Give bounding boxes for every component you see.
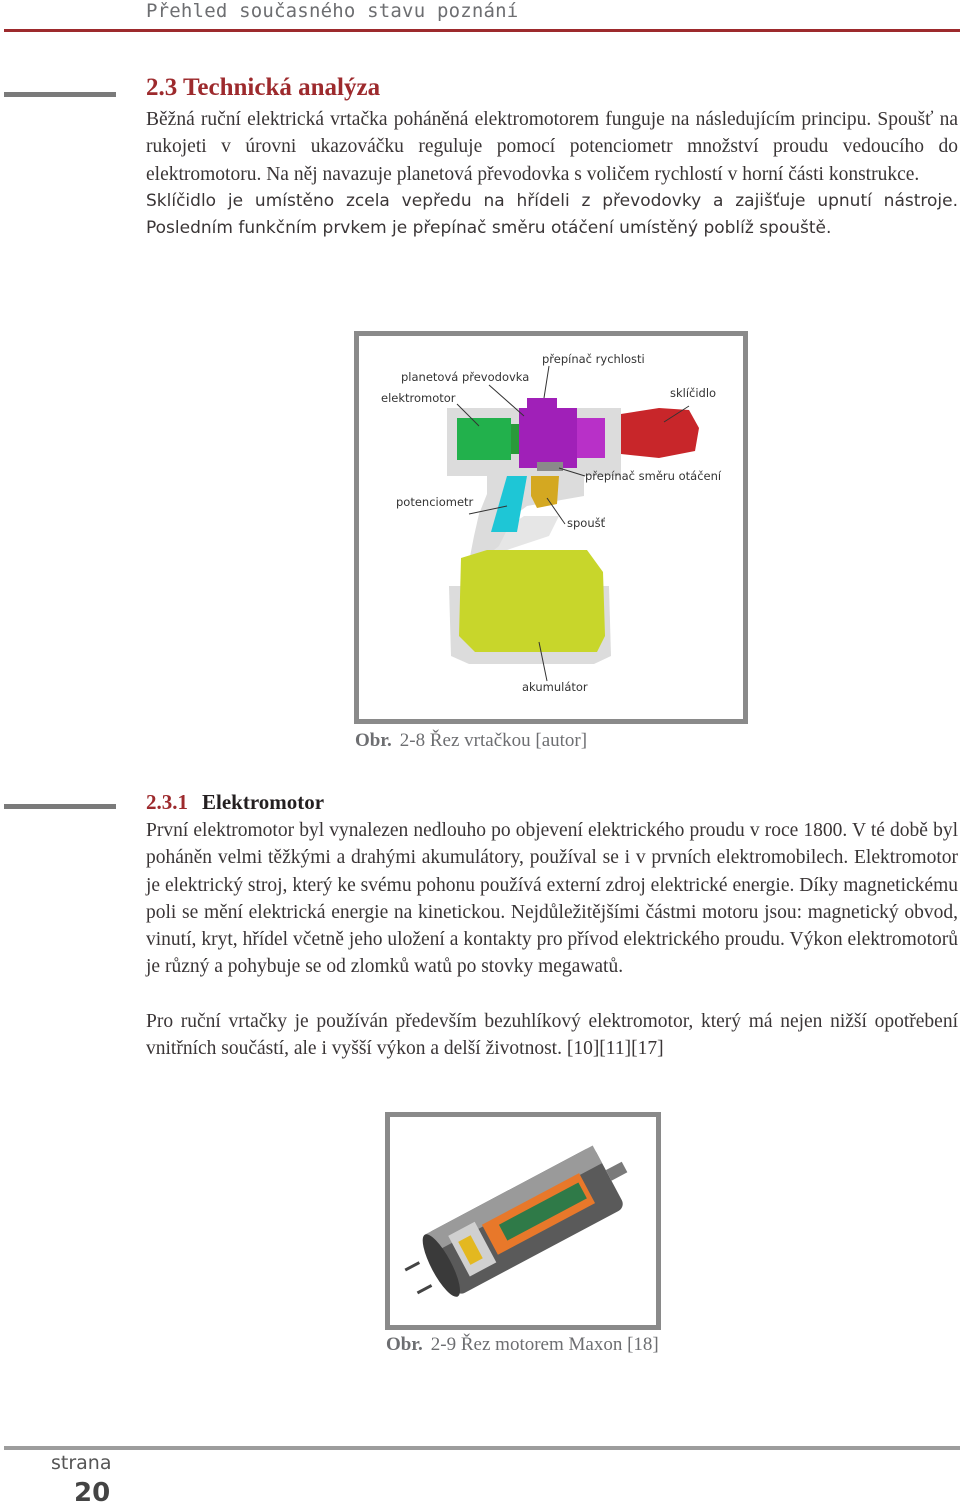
header-rule	[4, 29, 960, 32]
subsection-heading: Elektromotor	[202, 790, 325, 814]
motor-shaft	[511, 424, 519, 454]
section-paragraph-sans: Sklíčidlo je umístěno zcela vepředu na h…	[146, 191, 958, 239]
section-marker-bar	[4, 92, 116, 97]
page-number: 20	[74, 1478, 111, 1508]
terminal-2	[416, 1284, 433, 1295]
leader-battery	[538, 641, 548, 682]
page-label: strana	[51, 1452, 112, 1474]
subsection-marker-bar	[4, 804, 116, 809]
speed-switch-block	[527, 398, 557, 410]
label-speed-switch: přepínač rychlosti	[542, 352, 645, 366]
drill-cutaway-figure: přepínač rychlosti planetová převodovka …	[354, 331, 748, 724]
terminal-1	[404, 1261, 421, 1272]
label-direction-switch: přepínač směru otáčení	[585, 469, 722, 483]
leader-chuck	[663, 405, 690, 423]
leader-trigger	[546, 497, 566, 525]
label-motor: elektromotor	[381, 391, 456, 405]
figure-caption-2-9: Obr. 2-9 Řez motorem Maxon [18]	[386, 1334, 659, 1356]
leader-motor	[456, 403, 480, 427]
caption-label: Obr.	[355, 730, 392, 751]
potentiometer-block	[491, 476, 527, 532]
leader-speed-switch	[543, 365, 550, 399]
section-title: 2.3 Technická analýza	[146, 74, 381, 101]
subsection-number: 2.3.1	[146, 790, 188, 814]
direction-switch-block	[537, 462, 563, 471]
leader-gearbox	[488, 384, 525, 417]
label-gearbox: planetová převodovka	[401, 370, 529, 384]
label-chuck: sklíčidlo	[670, 386, 716, 400]
running-header: Přehled současného stavu poznání	[146, 0, 519, 22]
label-trigger: spoušť	[567, 516, 606, 530]
battery-block	[459, 550, 605, 652]
caption-text: 2-8 Řez vrtačkou [autor]	[399, 730, 588, 751]
gearbox-block	[519, 408, 577, 468]
motor-cutaway-picture	[404, 1145, 628, 1297]
motor-cutaway-figure	[385, 1112, 661, 1330]
trigger-block	[531, 476, 559, 508]
footer-rule	[4, 1446, 960, 1450]
motor-block	[457, 418, 511, 460]
caption-label: Obr.	[386, 1334, 423, 1355]
subsection-paragraph-1: První elektromotor byl vynalezen nedlouh…	[146, 820, 958, 978]
figure-caption-2-8: Obr. 2-8 Řez vrtačkou [autor]	[355, 730, 587, 752]
label-potentiometer: potenciometr	[396, 495, 474, 509]
gearbox-front	[577, 418, 605, 458]
motor-commutator	[458, 1235, 483, 1265]
chuck-block	[621, 408, 699, 458]
motor-core	[498, 1182, 587, 1241]
motor-shaft	[605, 1161, 628, 1181]
caption-text: 2-9 Řez motorem Maxon [18]	[430, 1334, 659, 1355]
drill-cutaway-diagram: přepínač rychlosti planetová převodovka …	[381, 352, 722, 694]
subsection-title: 2.3.1 Elektromotor	[146, 790, 324, 815]
leader-potentiometer	[468, 505, 508, 515]
section-paragraph-serif: Běžná ruční elektrická vrtačka poháněná …	[146, 109, 958, 185]
motor-back-face	[422, 1234, 461, 1297]
subsection-paragraph-2: Pro ruční vrtačky je používán především …	[146, 1011, 958, 1060]
label-battery: akumulátor	[522, 680, 588, 694]
leader-direction-switch	[558, 467, 586, 477]
